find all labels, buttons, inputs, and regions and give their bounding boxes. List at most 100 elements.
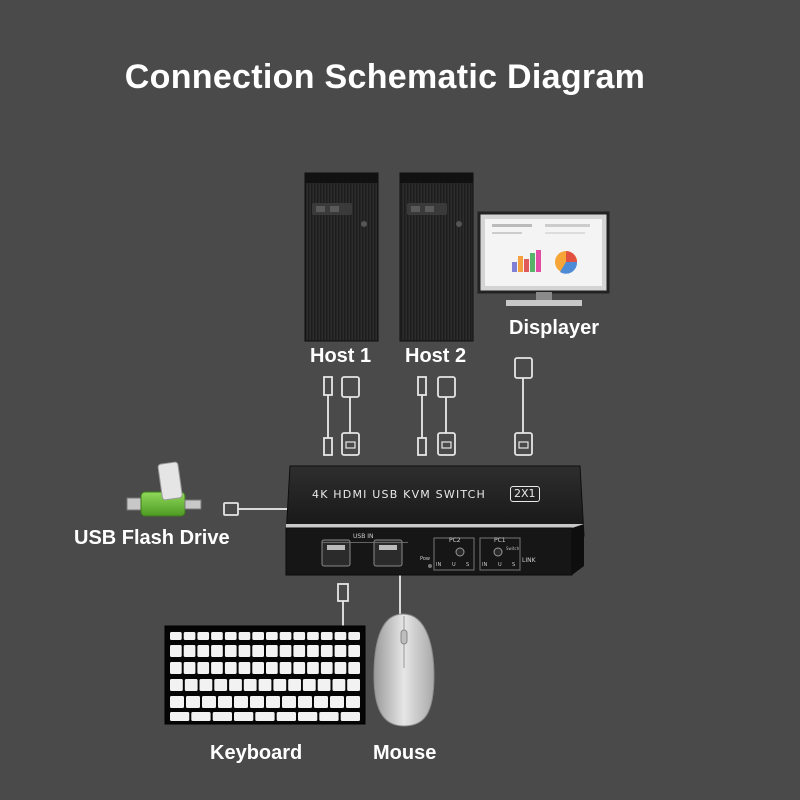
- keyboard-key: [238, 662, 251, 674]
- switch-model-badge: 2X1: [510, 486, 540, 502]
- keyboard-key: [170, 645, 182, 657]
- keyboard-key: [224, 632, 237, 640]
- keyboard-key: [334, 632, 347, 640]
- keyboard-key: [266, 696, 280, 708]
- keyboard-key: [252, 645, 264, 657]
- diagram-title: Connection Schematic Diagram: [124, 58, 646, 96]
- keyboard-key: [186, 696, 200, 708]
- keyboard-key: [191, 712, 211, 721]
- keyboard-key: [170, 712, 190, 721]
- keyboard-key: [276, 712, 296, 721]
- keyboard-key: [346, 696, 360, 708]
- keyboard-key: [218, 696, 232, 708]
- keyboard-key: [211, 662, 223, 674]
- switch-port-s-pc2: S: [466, 562, 470, 568]
- keyboard-key: [197, 662, 210, 674]
- host-2-tower-icon: [399, 172, 474, 342]
- keyboard-key: [252, 662, 264, 674]
- keyboard-key: [320, 662, 333, 674]
- host-1-hdmi-connector-icon: [341, 376, 360, 456]
- keyboard-key: [348, 632, 360, 640]
- mouse-label: Mouse: [373, 742, 437, 764]
- keyboard-key: [255, 712, 275, 721]
- keyboard-key: [334, 662, 347, 674]
- keyboard-key: [334, 645, 347, 657]
- keyboard-key: [279, 662, 292, 674]
- keyboard-key: [238, 645, 251, 657]
- keyboard-key: [184, 679, 198, 691]
- switch-port-in-pc1: IN: [482, 562, 488, 568]
- switch-pow-label: Pow: [420, 556, 430, 562]
- keyboard-key: [199, 679, 213, 691]
- keyboard-icon: [164, 625, 366, 725]
- host-2-hdmi-connector-icon: [437, 376, 456, 456]
- keyboard-key: [340, 712, 360, 721]
- keyboard-key: [197, 645, 210, 657]
- keyboard-key: [307, 662, 319, 674]
- keyboard-key: [202, 696, 216, 708]
- keyboard-key: [224, 662, 237, 674]
- keyboard-key: [229, 679, 242, 691]
- keyboard-key: [266, 645, 278, 657]
- kvm-switch-device: [285, 465, 585, 576]
- keyboard-key: [197, 632, 210, 640]
- keyboard-key: [243, 679, 257, 691]
- keyboard-key: [224, 645, 237, 657]
- keyboard-key: [250, 696, 264, 708]
- keyboard-key: [298, 712, 318, 721]
- keyboard-key: [332, 679, 346, 691]
- keyboard-key: [279, 645, 292, 657]
- keyboard-key: [273, 679, 287, 691]
- keyboard-key: [170, 662, 182, 674]
- usb-flash-drive-label: USB Flash Drive: [74, 527, 230, 549]
- keyboard-key: [348, 645, 360, 657]
- keyboard-key: [252, 632, 264, 640]
- keyboard-key: [317, 679, 331, 691]
- keyboard-label: Keyboard: [210, 742, 303, 764]
- displayer-label: Displayer: [509, 317, 600, 339]
- keyboard-key: [183, 645, 196, 657]
- switch-link-label: LINK: [522, 557, 536, 564]
- keyboard-key: [211, 632, 223, 640]
- switch-model-text: 4K HDMI USB KVM SWITCH: [312, 488, 487, 501]
- keyboard-key: [212, 712, 232, 721]
- switch-switch-label: Switch: [506, 546, 520, 551]
- keyboard-key: [238, 632, 251, 640]
- keyboard-key: [211, 645, 223, 657]
- keyboard-key: [266, 662, 278, 674]
- keyboard-key: [330, 696, 344, 708]
- keyboard-key: [347, 679, 360, 691]
- keyboard-key: [170, 696, 184, 708]
- keyboard-key: [348, 662, 360, 674]
- mouse-icon: [373, 613, 435, 727]
- switch-port-in-pc2: IN: [436, 562, 442, 568]
- keyboard-key: [282, 696, 296, 708]
- keyboard-key: [258, 679, 272, 691]
- keyboard-key: [314, 696, 328, 708]
- keyboard-key: [307, 632, 319, 640]
- cables: [238, 378, 524, 626]
- host-1-tower-icon: [304, 172, 379, 342]
- switch-usb-in-label: USB IN: [353, 533, 374, 540]
- keyboard-key: [320, 645, 333, 657]
- switch-port-u-pc1: U: [498, 562, 502, 568]
- switch-pc1-label: PC1: [494, 537, 506, 544]
- keyboard-key: [298, 696, 312, 708]
- host-2-usb-connector-icon: [417, 376, 427, 456]
- host-1-label: Host 1: [310, 345, 372, 367]
- keyboard-key: [266, 632, 278, 640]
- usb-flash-drive-icon: [126, 461, 239, 517]
- host-1-usb-connector-icon: [323, 376, 333, 456]
- keyboard-key: [183, 662, 196, 674]
- keyboard-key: [170, 679, 183, 691]
- keyboard-usb-connector-icon: [337, 583, 349, 602]
- keyboard-key: [307, 645, 319, 657]
- keyboard-key: [319, 712, 339, 721]
- keyboard-key: [234, 712, 254, 721]
- keyboard-key: [183, 632, 196, 640]
- keyboard-key: [302, 679, 316, 691]
- switch-pc2-label: PC2: [449, 537, 461, 544]
- keyboard-key: [293, 662, 306, 674]
- keyboard-key: [293, 645, 306, 657]
